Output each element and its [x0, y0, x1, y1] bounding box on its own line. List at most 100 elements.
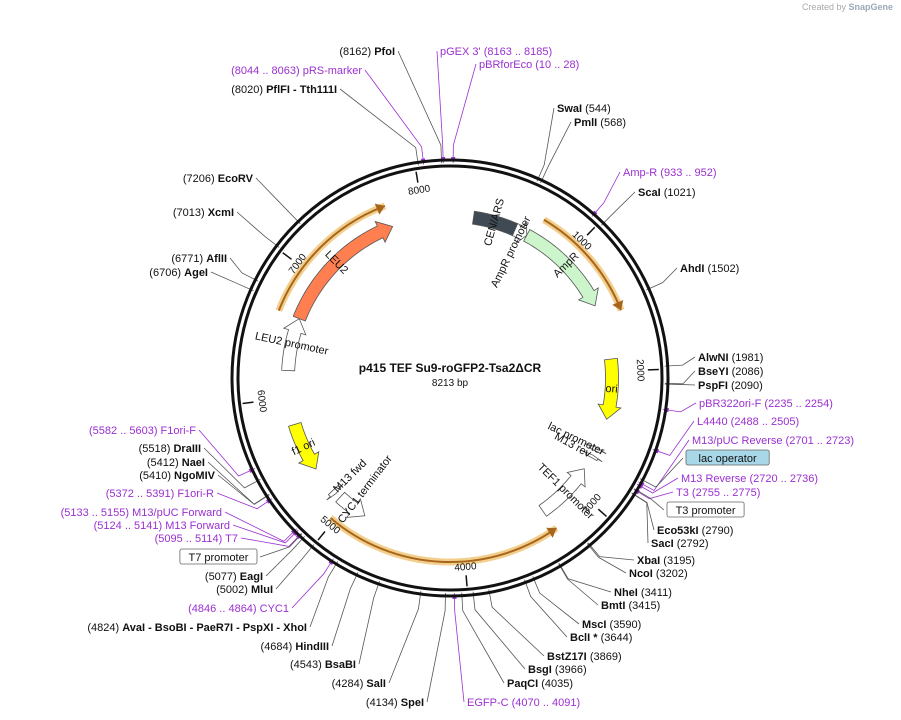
site-agei[interactable]: (6706) AgeI: [149, 267, 208, 279]
site-num-f1ori-r: (5372 .. 5391): [106, 488, 175, 500]
site-bsabi[interactable]: (4543) BsaBI: [290, 659, 356, 671]
site-pfoi[interactable]: (8162) PfoI: [339, 46, 395, 58]
site-m13-reverse[interactable]: M13 Reverse (2720 .. 2736): [681, 473, 818, 485]
site-alwni[interactable]: AlwNI (1981): [698, 352, 763, 364]
site-num-spei: (4134): [366, 697, 398, 709]
site-bcli[interactable]: BclI * (3644): [570, 632, 632, 644]
site-amp-r[interactable]: Amp-R (933 .. 952): [623, 167, 717, 179]
site-saci[interactable]: SacI (2792): [651, 538, 709, 550]
site-t3[interactable]: T3 (2755 .. 2775): [676, 487, 760, 499]
site-nhei[interactable]: NheI (3411): [614, 587, 672, 599]
site-num-m13-puc-forward: (5133 .. 5155): [61, 507, 130, 519]
site-bmti[interactable]: BmtI (3415): [601, 600, 660, 612]
orf-2-head: [546, 527, 557, 538]
leader-m13-reverse: [636, 477, 679, 494]
site-f1ori-r[interactable]: (5372 .. 5391) F1ori-R: [106, 488, 214, 500]
site-eco53ki[interactable]: Eco53kI (2790): [657, 525, 733, 537]
site-scai[interactable]: ScaI (1021): [638, 187, 696, 199]
site-num-avai-bsobi-paer7i-pspxi-xhoi: (4824): [87, 622, 119, 634]
site-sali[interactable]: (4284) SalI: [332, 678, 386, 690]
site-num-scai: (1021): [664, 187, 696, 199]
site-avai-bsobi-paer7i-pspxi-xhoi[interactable]: (4824) AvaI - BsoBI - PaeR7I - PspXI - X…: [87, 622, 307, 634]
site-name-saci: SacI: [651, 538, 674, 550]
site-eagi[interactable]: (5077) EagI: [205, 571, 263, 583]
site-text-aflii: (6771) AflII: [171, 253, 227, 265]
site-name-l4440: L4440: [697, 416, 728, 428]
site-ahdi[interactable]: AhdI (1502): [680, 263, 739, 275]
site-name-bmti: BmtI: [601, 600, 625, 612]
site-m13-puc-forward[interactable]: (5133 .. 5155) M13/pUC Forward: [61, 507, 222, 519]
site-egfp-c[interactable]: EGFP-C (4070 .. 4091): [467, 697, 580, 709]
site-num-l4440: (2488 .. 2505): [731, 416, 800, 428]
leader-pflfi-tth111i: [339, 88, 419, 166]
site-text-paqci: PaqCI (4035): [507, 678, 573, 690]
site-num-nhei: (3411): [641, 587, 672, 599]
site-ncoi[interactable]: NcoI (3202): [629, 568, 688, 580]
site-paqci[interactable]: PaqCI (4035): [507, 678, 573, 690]
site-name-hindiii: HindIII: [295, 641, 329, 653]
site-pspfi[interactable]: PspFI (2090): [698, 380, 763, 392]
site-num-t7: (5095 .. 5114): [155, 533, 223, 545]
leader-scai: [601, 191, 636, 226]
site-m13-forward[interactable]: (5124 .. 5141) M13 Forward: [94, 520, 230, 532]
site-cyc1[interactable]: (4846 .. 4864) CYC1: [188, 603, 289, 615]
site-text-pflfi-tth111i: (8020) PflFI - Tth111I: [231, 84, 337, 96]
site-name-naei: NaeI: [182, 457, 205, 469]
site-num-bsabi: (4543): [290, 659, 322, 671]
site-prs-marker[interactable]: (8044 .. 8063) pRS-marker: [231, 65, 362, 77]
site-l4440[interactable]: L4440 (2488 .. 2505): [697, 416, 799, 428]
site-xcmi[interactable]: (7013) XcmI: [173, 207, 234, 219]
tick-7000: [282, 252, 292, 260]
site-naei[interactable]: (5412) NaeI: [147, 457, 205, 469]
site-pbr322ori-f[interactable]: pBR322ori-F (2235 .. 2254): [699, 398, 833, 410]
primer-mark-amp-r: [592, 210, 598, 215]
site-name-t7: T7: [225, 533, 238, 545]
site-text-bsgi: BsgI (3966): [528, 664, 587, 676]
site-name-bseyi: BseYI: [698, 366, 729, 378]
site-t7-promoter[interactable]: T7 promoter: [179, 548, 258, 565]
site-ngomiv[interactable]: (5410) NgoMIV: [139, 470, 215, 482]
site-f1ori-f[interactable]: (5582 .. 5603) F1ori-F: [89, 425, 196, 437]
site-bsgi[interactable]: BsgI (3966): [528, 664, 587, 676]
snapgene-credit: Created by SnapGene: [802, 2, 893, 12]
site-name-spei: SpeI: [401, 697, 424, 709]
site-hindiii[interactable]: (4684) HindIII: [261, 641, 329, 653]
leader-ncoi: [586, 543, 627, 574]
site-aflii[interactable]: (6771) AflII: [171, 253, 227, 265]
site-name-pflfi-tth111i: PflFI - Tth111I: [266, 84, 337, 96]
leader-swai: [536, 107, 555, 182]
backbone-outer-ring: [230, 158, 670, 598]
leader-bstz17i: [488, 589, 545, 657]
site-name-aflii: AflII: [206, 253, 227, 265]
site-m13-puc-reverse[interactable]: M13/pUC Reverse (2701 .. 2723): [692, 435, 854, 447]
leader-eagi: [265, 536, 305, 577]
site-text-m13-reverse: M13 Reverse (2720 .. 2736): [681, 473, 818, 485]
leader-paqci: [461, 592, 505, 684]
site-num-cyc1: (4846 .. 4864): [188, 603, 257, 615]
site-ecorv[interactable]: (7206) EcoRV: [183, 173, 254, 185]
site-pflfi-tth111i[interactable]: (8020) PflFI - Tth111I: [231, 84, 337, 96]
primer-mark-t7: [295, 534, 301, 540]
site-pbrforeco[interactable]: pBRforEco (10 .. 28): [479, 59, 579, 71]
site-spei[interactable]: (4134) SpeI: [366, 697, 424, 709]
site-bseyi[interactable]: BseYI (2086): [698, 366, 763, 378]
site-t3-promoter[interactable]: T3 promoter: [666, 501, 745, 518]
site-pgex-3[interactable]: pGEX 3' (8163 .. 8185): [440, 46, 552, 58]
site-msci[interactable]: MscI (3590): [582, 619, 641, 631]
site-text-pmli: PmlI (568): [574, 117, 626, 129]
site-text-l4440: L4440 (2488 .. 2505): [697, 416, 799, 428]
site-text-t3: T3 (2755 .. 2775): [676, 487, 760, 499]
site-mlui[interactable]: (5002) MluI: [216, 584, 273, 596]
site-text-naei: (5412) NaeI: [147, 457, 205, 469]
site-lac-operator[interactable]: lac operator: [685, 449, 770, 466]
site-pmli[interactable]: PmlI (568): [574, 117, 626, 129]
site-xbai[interactable]: XbaI (3195): [637, 555, 695, 567]
snapgene-logo-text: SnapGene: [848, 2, 893, 12]
site-swai[interactable]: SwaI (544): [557, 103, 611, 115]
site-draiii[interactable]: (5518) DraIII: [139, 443, 201, 455]
site-bstz17i[interactable]: BstZ17I (3869): [547, 651, 622, 663]
site-name-pbr322ori-f: pBR322ori-F: [699, 398, 762, 410]
leader-hindiii: [331, 572, 359, 647]
site-t7[interactable]: (5095 .. 5114) T7: [155, 533, 238, 545]
site-num-alwni: (1981): [732, 352, 764, 364]
